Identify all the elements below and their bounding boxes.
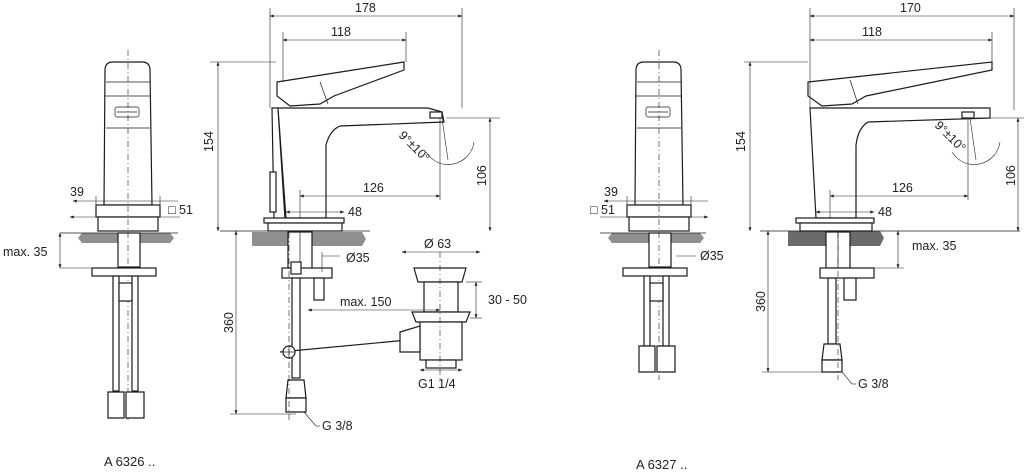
- left-total-length-label: 178: [355, 1, 376, 15]
- left-spout-angle-label: 9°±10°: [396, 128, 433, 165]
- left-height-label: 154: [202, 131, 216, 152]
- left-hose-length-label: 360: [222, 312, 236, 333]
- left-lever-length-label: 118: [331, 25, 351, 39]
- right-lever-length-label: 118: [862, 25, 882, 39]
- left-reach-label: 126: [363, 181, 384, 195]
- left-max-thickness-label: max. 35: [3, 245, 48, 259]
- right-reach-label: 126: [892, 181, 913, 195]
- right-base-width-label: 48: [878, 205, 892, 219]
- right-total-length-label: 170: [900, 1, 921, 15]
- left-side-view: [58, 50, 180, 420]
- left-front-view: [210, 8, 500, 427]
- waste-diameter-label: Ø 63: [424, 237, 451, 251]
- right-base-square-label: □ 51: [590, 203, 615, 217]
- right-spout-angle-label: 9°±10°: [932, 118, 969, 155]
- right-body-width-label: 39: [604, 185, 618, 199]
- waste-range-label: 30 - 50: [488, 293, 527, 307]
- right-hole-diameter-label: Ø35: [700, 249, 724, 263]
- right-front-view: [744, 8, 1024, 385]
- right-hose-length-label: 360: [754, 291, 768, 312]
- waste-thread-label: G1 1/4: [418, 377, 456, 391]
- right-outlet-height-label: 106: [1004, 165, 1018, 186]
- right-side-view: [600, 50, 709, 380]
- right-connection-label: G 3/8: [858, 377, 889, 391]
- right-model-caption: A 6327 ..: [636, 457, 687, 472]
- right-max-thickness-label: max. 35: [912, 239, 957, 253]
- left-outlet-height-label: 106: [475, 165, 489, 186]
- waste-offset-label: max. 150: [340, 295, 391, 309]
- left-body-width-label: 39: [70, 185, 84, 199]
- right-height-label: 154: [734, 131, 748, 152]
- left-hole-diameter-label: Ø35: [346, 251, 370, 265]
- left-connection-label: G 3/8: [322, 419, 353, 433]
- left-model-caption: A 6326 ..: [104, 454, 155, 469]
- left-base-square-label: □ 51: [168, 203, 193, 217]
- left-base-width-label: 48: [348, 205, 362, 219]
